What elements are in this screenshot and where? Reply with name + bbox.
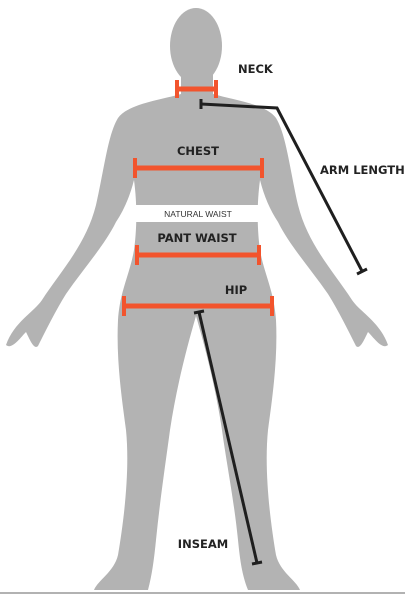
chest-label: CHEST	[177, 144, 219, 158]
hip-label: HIP	[225, 283, 247, 297]
pant-waist-label: PANT WAIST	[157, 231, 236, 245]
inseam-label: INSEAM	[178, 537, 228, 551]
inseam-cap-top	[194, 311, 204, 313]
inseam-cap-bottom	[252, 562, 262, 564]
natural-waist-band: NATURAL WAIST	[132, 205, 264, 222]
body-silhouette	[6, 8, 388, 590]
arm-length-label: ARM LENGTH	[320, 163, 405, 177]
natural-waist-label: NATURAL WAIST	[164, 209, 232, 219]
neck-label: NECK	[238, 62, 274, 76]
